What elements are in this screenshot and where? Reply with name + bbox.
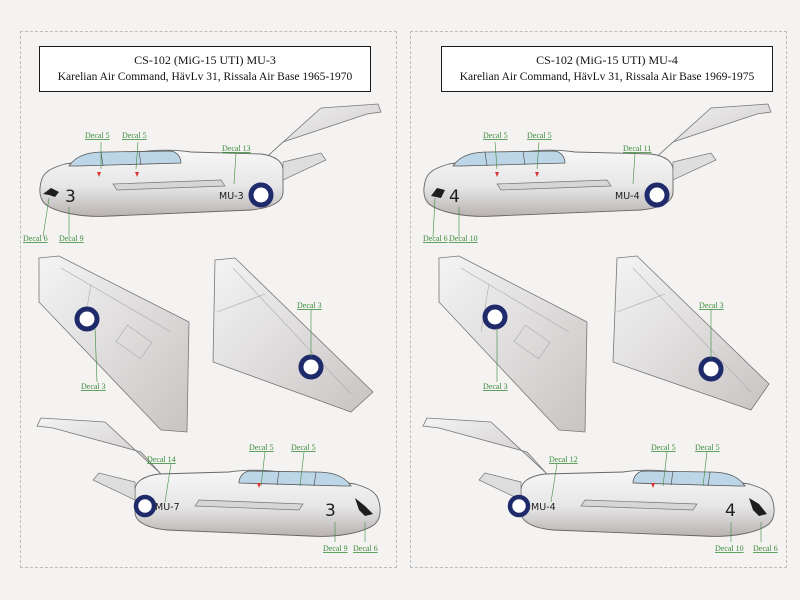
aircraft-code: MU-4 xyxy=(531,502,556,513)
callout-decal-9: Decal 9 xyxy=(323,544,348,553)
callout-decal-5: Decal 5 xyxy=(695,443,720,452)
callout-decal-5: Decal 5 xyxy=(249,443,274,452)
callout-decal-11: Decal 11 xyxy=(623,144,651,153)
callout-decal-6: Decal 6 xyxy=(423,234,448,243)
panel-subtitle: Karelian Air Command, HävLv 31, Rissala … xyxy=(57,71,353,83)
side-profile-right: 3 MU-7 Decal 14 Decal 5 Decal 5 Decal 9 … xyxy=(36,417,381,553)
wing-underside-right: Decal 3 xyxy=(212,257,374,413)
aircraft-numeral: 4 xyxy=(725,501,736,521)
callout-decal-5: Decal 5 xyxy=(291,443,316,452)
aircraft-code: MU-4 xyxy=(615,191,640,202)
callout-decal-9: Decal 9 xyxy=(59,234,84,243)
callout-decal-3: Decal 3 xyxy=(699,301,724,310)
callout-decal-12: Decal 12 xyxy=(549,455,578,464)
aircraft-numeral: 4 xyxy=(449,187,460,207)
title-box: CS-102 (MiG-15 UTI) MU-3 Karelian Air Co… xyxy=(39,46,371,92)
callout-decal-14: Decal 14 xyxy=(147,455,176,464)
callout-decal-3: Decal 3 xyxy=(81,382,106,391)
aircraft-code: MU-7 xyxy=(155,502,180,513)
side-profile-left: 3 MU-3 Decal 5 Decal 5 Decal 13 Decal 6 … xyxy=(23,103,382,243)
side-profile-right: 4 MU-4 Decal 12 Decal 5 Decal 5 Decal 10… xyxy=(422,417,778,553)
marking-panel-mu4: CS-102 (MiG-15 UTI) MU-4 Karelian Air Co… xyxy=(410,31,787,568)
callout-decal-10: Decal 10 xyxy=(715,544,744,553)
panel-title: CS-102 (MiG-15 UTI) MU-3 xyxy=(134,53,276,67)
callout-decal-6: Decal 6 xyxy=(23,234,48,243)
wing-underside-right: Decal 3 xyxy=(612,255,770,411)
aircraft-numeral: 3 xyxy=(325,501,336,521)
callout-decal-5: Decal 5 xyxy=(483,131,508,140)
callout-decal-5: Decal 5 xyxy=(527,131,552,140)
aircraft-drawings: 4 MU-4 Decal 5 Decal 5 Decal 11 Decal 6 … xyxy=(422,103,778,553)
callout-decal-5: Decal 5 xyxy=(122,131,147,140)
aircraft-code: MU-3 xyxy=(219,191,244,202)
callout-decal-5: Decal 5 xyxy=(85,131,110,140)
title-box: CS-102 (MiG-15 UTI) MU-4 Karelian Air Co… xyxy=(441,46,773,92)
panel-subtitle: Karelian Air Command, HävLv 31, Rissala … xyxy=(459,71,755,83)
callout-decal-10: Decal 10 xyxy=(449,234,478,243)
wing-underside-left: Decal 3 xyxy=(38,255,190,433)
callout-decal-3: Decal 3 xyxy=(297,301,322,310)
aircraft-numeral: 3 xyxy=(65,187,76,207)
callout-decal-13: Decal 13 xyxy=(222,144,251,153)
panel-title: CS-102 (MiG-15 UTI) MU-4 xyxy=(536,53,678,67)
marking-panel-mu3: CS-102 (MiG-15 UTI) MU-3 Karelian Air Co… xyxy=(20,31,397,568)
side-profile-left: 4 MU-4 Decal 5 Decal 5 Decal 11 Decal 6 … xyxy=(423,103,772,243)
callout-decal-3: Decal 3 xyxy=(483,382,508,391)
callout-decal-6: Decal 6 xyxy=(753,544,778,553)
wing-underside-left: Decal 3 xyxy=(438,255,588,433)
callout-decal-5: Decal 5 xyxy=(651,443,676,452)
callout-decal-6: Decal 6 xyxy=(353,544,378,553)
aircraft-drawings: 3 MU-3 Decal 5 Decal 5 Decal 13 Decal 6 … xyxy=(23,103,382,553)
